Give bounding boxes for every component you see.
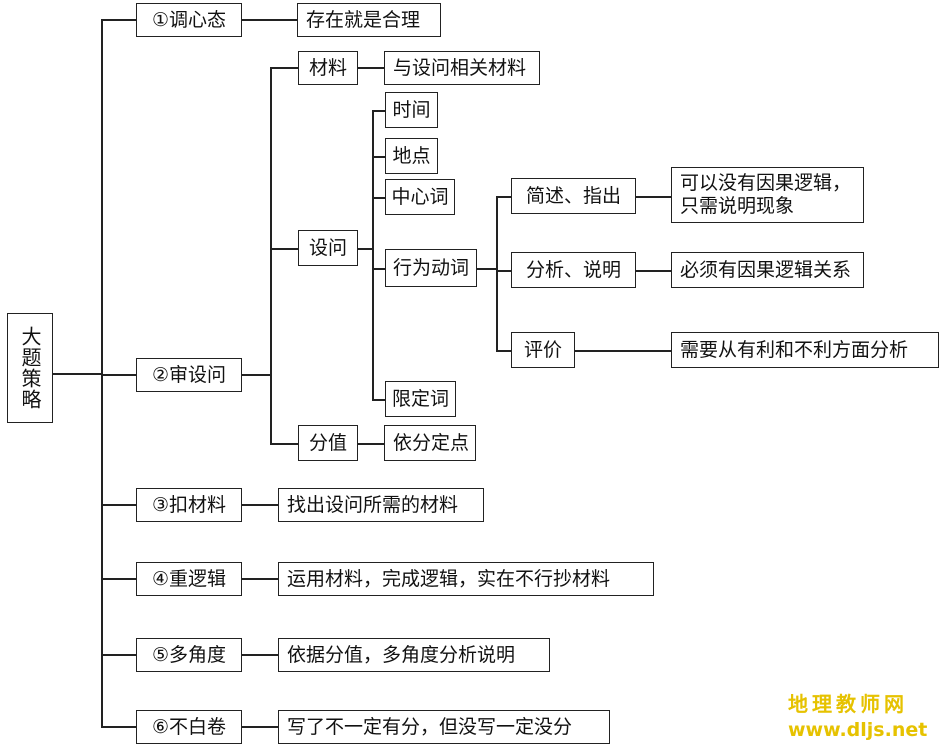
connector [372,156,385,158]
place-box: 地点 [385,138,438,174]
material-note: 与设问相关材料 [384,51,540,85]
brief-note-line2: 只需说明现象 [680,195,795,217]
connector [372,197,385,199]
connector [574,350,671,352]
connector [476,268,497,270]
connector [241,374,271,376]
connector [242,504,278,506]
connector [496,350,511,352]
connector [53,373,101,375]
connector [242,578,278,580]
connector [101,504,136,506]
connector [636,270,671,272]
connector [357,248,373,250]
connector [496,196,511,198]
connector [372,268,385,270]
connector [101,19,136,21]
step-3-note: 找出设问所需的材料 [278,488,484,522]
connector [270,443,298,445]
step-5-note: 依据分值，多角度分析说明 [278,638,550,672]
score-box: 分值 [298,425,358,461]
step-5-box: ⑤多角度 [136,638,242,672]
analyze-box: 分析、说明 [511,252,636,288]
analyze-note: 必须有因果逻辑关系 [671,252,864,288]
connector [242,726,278,728]
connector [241,19,297,21]
watermark-cn: 地理教师网 [788,692,908,716]
step-4-note: 运用材料，完成逻辑，实在不行抄材料 [278,562,654,596]
question-box: 设问 [298,230,358,266]
step-4-box: ④重逻辑 [136,562,242,596]
connector [357,67,384,69]
keyword-box: 中心词 [385,179,455,215]
connector [636,196,671,198]
connector [242,654,278,656]
connector [101,578,136,580]
connector [101,19,103,727]
watermark-url: www.dljs.net [788,719,928,741]
connector [496,270,511,272]
watermark: 地理教师网 www.dljs.net [788,688,938,741]
time-box: 时间 [385,92,438,128]
connector [270,67,298,69]
step-2-box: ②审设问 [136,358,242,392]
connector [101,654,136,656]
root-node: 大题策略 [7,313,53,423]
brief-box: 简述、指出 [511,178,636,214]
evaluate-note: 需要从有利和不利方面分析 [671,332,939,368]
connector [372,399,385,401]
verb-box: 行为动词 [385,249,477,287]
connector [357,443,384,445]
connector [270,67,272,444]
step-1-box: ①调心态 [136,3,242,37]
connector [496,196,498,351]
step-3-box: ③扣材料 [136,488,242,522]
evaluate-box: 评价 [511,332,575,368]
step-6-note: 写了不一定有分，但没写一定没分 [278,710,610,744]
material-box: 材料 [298,51,358,85]
step-6-box: ⑥不白卷 [136,710,242,744]
limit-box: 限定词 [385,381,456,417]
connector [101,374,136,376]
connector [372,110,385,112]
brief-note-line1: 可以没有因果逻辑， [680,172,852,195]
step-1-note: 存在就是合理 [297,3,441,37]
connector [270,248,298,250]
connector [101,726,136,728]
score-note: 依分定点 [384,425,476,461]
connector [372,110,374,400]
brief-note: 可以没有因果逻辑， 只需说明现象 [671,167,864,223]
